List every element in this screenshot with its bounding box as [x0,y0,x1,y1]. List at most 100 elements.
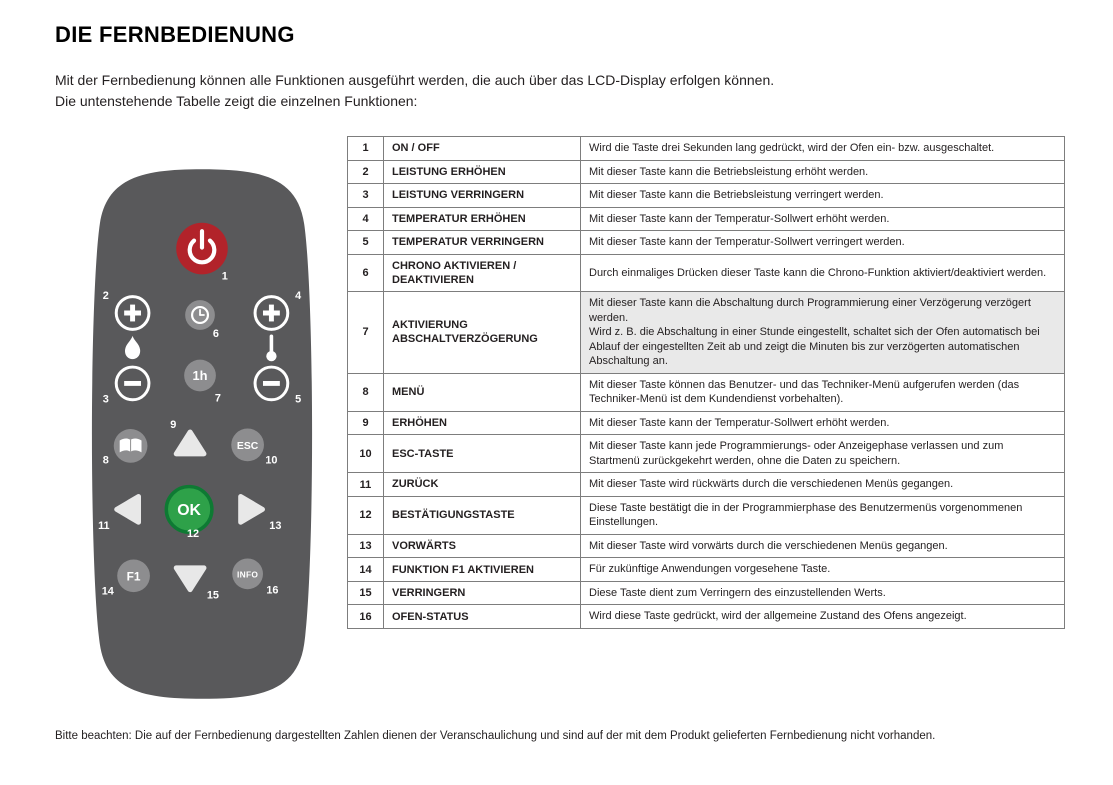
clock-icon [190,305,210,325]
button-number-15: 15 [207,590,219,602]
button-description: Mit dieser Taste kann die Betriebsleistu… [580,183,1065,208]
button-number-8: 8 [103,455,109,467]
button-number-6: 6 [213,328,219,340]
row-number: 11 [347,472,384,497]
button-name: ZURÜCK [383,472,581,497]
table-row: 16 OFEN-STATUS Wird diese Taste gedrückt… [347,604,1065,629]
button-number-5: 5 [295,393,301,405]
row-number: 10 [347,434,384,474]
remote-power-plus-button [114,295,151,331]
button-name: MENÜ [383,372,581,412]
button-number-12: 12 [187,528,199,540]
button-name: AKTIVIERUNG ABSCHALTVERZÖGERUNG [383,291,581,374]
button-name: TEMPERATUR ERHÖHEN [383,206,581,232]
info-label: INFO [237,569,258,579]
remote-ok-button: OK [164,484,214,534]
down-arrow-button [173,565,207,593]
footnote: Bitte beachten: Die auf der Fernbedienun… [55,730,936,742]
row-number: 16 [347,604,384,629]
button-name: CHRONO AKTIVIEREN / DEAKTIVIEREN [383,253,581,293]
button-name: LEISTUNG ERHÖHEN [383,159,581,185]
remote-svg: 1 2 3 [91,169,313,699]
button-number-4: 4 [295,290,301,302]
table-row: 8 MENÜ Mit dieser Taste können das Benut… [347,372,1065,412]
plus-icon [262,304,280,322]
button-name: ON / OFF [383,136,581,161]
table-row: 5 TEMPERATUR VERRINGERN Mit dieser Taste… [347,230,1065,255]
table-row: 2 LEISTUNG ERHÖHEN Mit dieser Taste kann… [347,159,1065,185]
button-description: Mit dieser Taste können das Benutzer- un… [580,372,1065,412]
intro-line-2: Die untenstehende Tabelle zeigt die einz… [55,93,418,109]
button-name: FUNKTION F1 AKTIVIEREN [383,557,581,582]
thermometer-icon [266,334,277,362]
button-name: ERHÖHEN [383,410,581,436]
button-number-14: 14 [102,586,114,598]
intro-text: Mit der Fernbedienung können alle Funkti… [55,70,1067,112]
remote-menu-button [113,429,148,463]
button-description: Durch einmaliges Drücken dieser Taste ka… [580,253,1065,293]
up-arrow-button [173,429,207,457]
button-number-13: 13 [269,520,281,532]
button-number-16: 16 [266,585,278,597]
button-description: Für zukünftige Anwendungen vorgesehene T… [580,557,1065,582]
remote-illustration: 1 2 3 [83,166,333,702]
row-number: 4 [347,206,384,232]
button-name: BESTÄTIGUNGSTASTE [383,495,581,535]
row-number: 12 [347,495,384,535]
table-row: 12 BESTÄTIGUNGSTASTE Diese Taste bestäti… [347,495,1065,535]
row-number: 13 [347,533,384,559]
table-row: 4 TEMPERATUR ERHÖHEN Mit dieser Taste ka… [347,206,1065,232]
row-number: 2 [347,159,384,185]
button-number-2: 2 [103,290,109,302]
row-number: 5 [347,230,384,255]
row-number: 9 [347,410,384,436]
button-description: Mit dieser Taste kann der Temperatur-Sol… [580,230,1065,255]
row-number: 8 [347,372,384,412]
button-description: Mit dieser Taste kann die Abschaltung du… [580,291,1065,374]
table-row: 13 VORWÄRTS Mit dieser Taste wird vorwär… [347,533,1065,559]
functions-table: 1 ON / OFF Wird die Taste drei Sekunden … [347,136,1065,629]
remote-chrono-button [185,300,215,330]
button-description: Diese Taste bestätigt die in der Program… [580,495,1065,535]
right-arrow-button [238,493,265,525]
table-row: 11 ZURÜCK Mit dieser Taste wird rückwärt… [347,472,1065,497]
hour-label: 1h [193,368,208,383]
flame-icon [124,335,141,360]
page-title: DIE FERNBEDIENUNG [55,22,295,47]
plus-icon [124,304,142,322]
remote-esc-button: ESC [231,428,264,462]
book-icon [119,438,142,453]
button-name: VORWÄRTS [383,533,581,559]
button-description: Mit dieser Taste kann der Temperatur-Sol… [580,206,1065,232]
button-number-1: 1 [222,270,228,282]
remote-power-minus-button [114,365,151,402]
button-description: Mit dieser Taste wird vorwärts durch die… [580,533,1065,559]
remote-f1-button: F1 [117,559,150,593]
table-row: 10 ESC-TASTE Mit dieser Taste kann jede … [347,434,1065,474]
content-row: 1 2 3 [55,136,1067,702]
remote-delay-button: 1h [184,359,216,392]
table-row: 14 FUNKTION F1 AKTIVIEREN Für zukünftige… [347,557,1065,582]
table-row: 1 ON / OFF Wird die Taste drei Sekunden … [347,136,1065,161]
button-description: Mit dieser Taste wird rückwärts durch di… [580,472,1065,497]
button-description: Wird die Taste drei Sekunden lang gedrüc… [580,136,1065,161]
table-row: 6 CHRONO AKTIVIEREN / DEAKTIVIEREN Durch… [347,253,1065,293]
table-row: 9 ERHÖHEN Mit dieser Taste kann der Temp… [347,410,1065,436]
f1-label: F1 [127,569,141,583]
table-row: 3 LEISTUNG VERRINGERN Mit dieser Taste k… [347,183,1065,208]
button-number-10: 10 [265,455,277,467]
esc-label: ESC [237,441,259,452]
button-description: Wird diese Taste gedrückt, wird der allg… [580,604,1065,629]
button-description: Mit dieser Taste kann die Betriebsleistu… [580,159,1065,185]
button-number-11: 11 [98,520,110,532]
table-row: 7 AKTIVIERUNG ABSCHALTVERZÖGERUNG Mit di… [347,291,1065,374]
remote-info-button: INFO [232,558,263,590]
row-number: 7 [347,291,384,374]
row-number: 6 [347,253,384,293]
ok-label: OK [177,502,201,519]
button-description: Mit dieser Taste kann der Temperatur-Sol… [580,410,1065,436]
remote-temp-plus-button [253,295,290,331]
table-row: 15 VERRINGERN Diese Taste dient zum Verr… [347,580,1065,606]
intro-line-1: Mit der Fernbedienung können alle Funkti… [55,72,775,88]
